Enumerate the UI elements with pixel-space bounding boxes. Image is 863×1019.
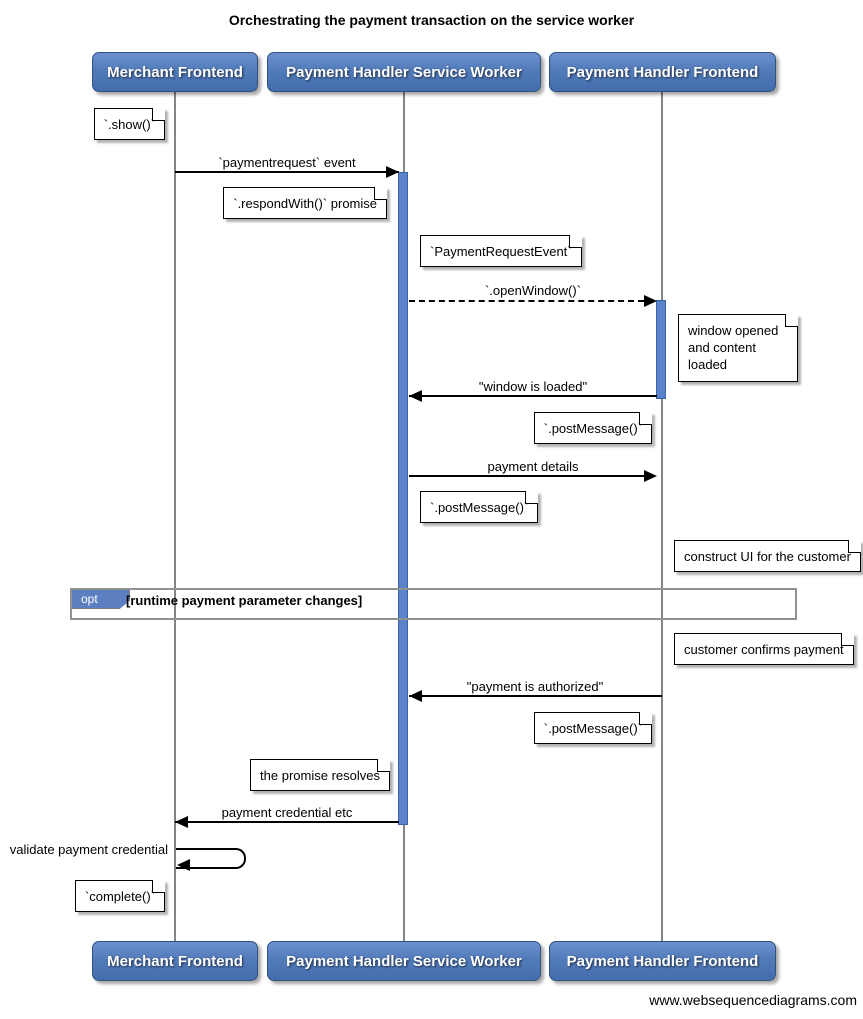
arrow-line (175, 171, 399, 173)
arrowhead-right-icon (644, 295, 657, 307)
opt-fragment-guard: [runtime payment parameter changes] (126, 593, 363, 608)
actor-ph-frontend-bottom: Payment Handler Frontend (549, 941, 776, 981)
arrowhead-left-icon (177, 859, 190, 871)
note-post-message-2: `.postMessage()` (420, 491, 539, 523)
activation-bar-ph-frontend (656, 300, 666, 399)
actor-service-worker-bottom: Payment Handler Service Worker (267, 941, 541, 981)
actor-label: Merchant Frontend (107, 952, 243, 970)
arrow-line (409, 475, 644, 477)
note-post-message-3: `.postMessage()` (533, 712, 653, 744)
arrow-line (409, 695, 662, 697)
arrowhead-right-icon (386, 166, 399, 178)
message-label-window-is-loaded: "window is loaded" (478, 379, 588, 394)
lifeline-merchant-frontend (174, 92, 176, 941)
actor-ph-frontend-top: Payment Handler Frontend (549, 52, 776, 92)
opt-fragment-operator-tab: opt (72, 590, 130, 609)
arrowhead-left-icon (409, 690, 422, 702)
actor-merchant-frontend-bottom: Merchant Frontend (92, 941, 258, 981)
arrow-line-dashed (409, 300, 644, 302)
message-label-payment-details: payment details (487, 459, 579, 474)
self-message-loop (176, 848, 246, 869)
actor-label: Payment Handler Service Worker (286, 952, 522, 970)
message-label-validate-payment-credential: validate payment credential (9, 842, 168, 857)
actor-label: Payment Handler Frontend (566, 63, 759, 81)
arrow-line (175, 821, 399, 823)
note-customer-confirms: customer confirms payment (674, 633, 854, 665)
note-window-opened: window opened and content loaded (678, 314, 798, 382)
note-show: `.show()` (93, 108, 166, 140)
actor-label: Payment Handler Frontend (566, 952, 759, 970)
arrowhead-left-icon (409, 390, 422, 402)
opt-fragment: opt [runtime payment parameter changes] (70, 588, 797, 620)
arrowhead-left-icon (175, 816, 188, 828)
note-respondwith-promise: `.respondWith()` promise (223, 187, 387, 219)
message-label-payment-is-authorized: "payment is authorized" (466, 679, 604, 694)
actor-label: Merchant Frontend (107, 63, 243, 81)
message-label-open-window: `.openWindow()` (484, 283, 582, 298)
watermark-websequencediagrams: www.websequencediagrams.com (649, 992, 857, 1008)
note-promise-resolves: the promise resolves (250, 759, 390, 791)
note-complete: `complete()` (74, 880, 166, 912)
note-construct-ui: construct UI for the customer (674, 540, 861, 572)
note-payment-request-event: `PaymentRequestEvent` (420, 235, 582, 267)
note-post-message-1: `.postMessage()` (533, 412, 653, 444)
lifeline-payment-handler-frontend (661, 92, 663, 941)
actor-service-worker-top: Payment Handler Service Worker (267, 52, 541, 92)
diagram-title: Orchestrating the payment transaction on… (228, 12, 635, 28)
arrow-line (409, 395, 657, 397)
message-label-paymentrequest-event: `paymentrequest` event (218, 155, 356, 170)
arrowhead-right-icon (644, 470, 657, 482)
message-label-payment-credential-etc: payment credential etc (221, 805, 353, 820)
actor-label: Payment Handler Service Worker (286, 63, 522, 81)
activation-bar-service-worker (398, 172, 408, 825)
actor-merchant-frontend-top: Merchant Frontend (92, 52, 258, 92)
